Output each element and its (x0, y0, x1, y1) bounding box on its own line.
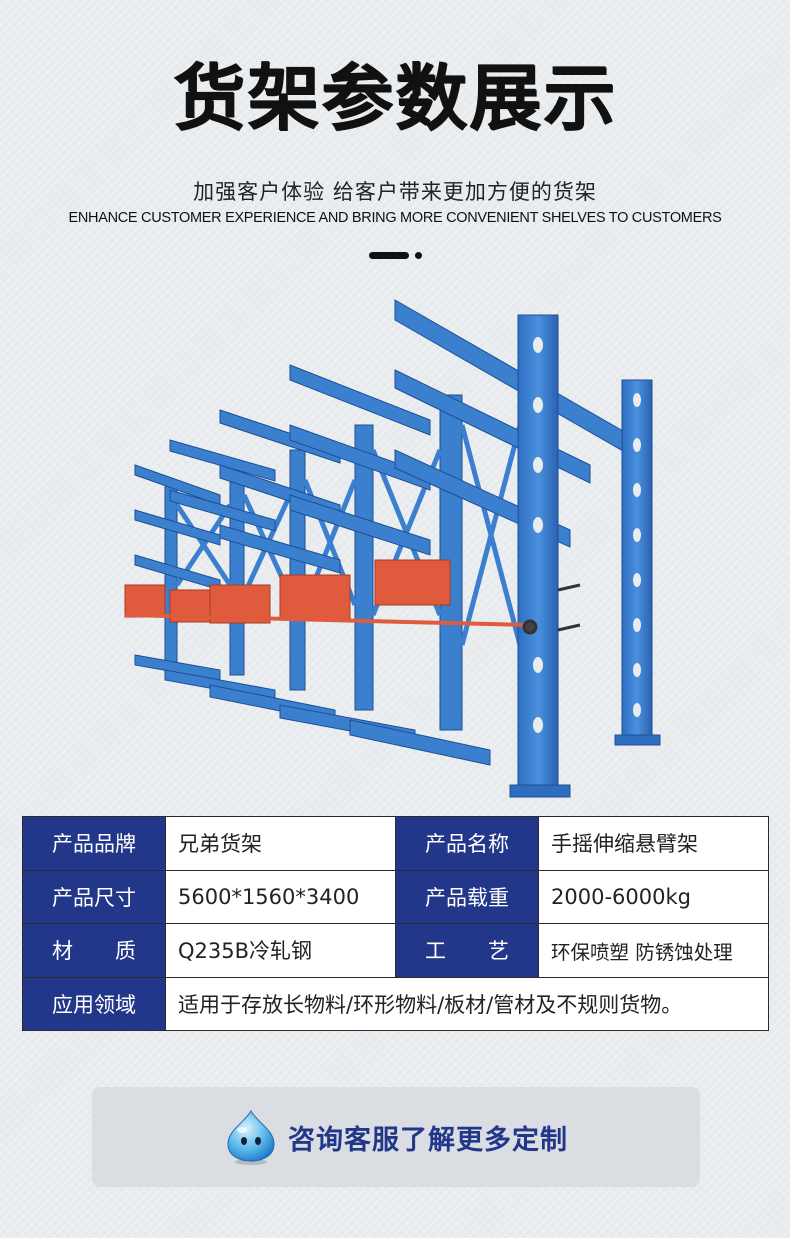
spec-value: 环保喷塑 防锈蚀处理 (538, 923, 769, 978)
divider-dot (415, 252, 422, 259)
spec-value: 手摇伸缩悬臂架 (538, 816, 769, 871)
spec-value: 5600*1560*3400 (165, 869, 396, 924)
spec-label: 工 艺 (395, 923, 539, 978)
page-subtitle: 加强客户体验 给客户带来更加方便的货架 (193, 180, 597, 204)
page-title: 货架参数展示 (172, 56, 617, 140)
page-subtitle-english: ENHANCE CUSTOMER EXPERIENCE AND BRING MO… (68, 210, 722, 226)
contact-service-banner[interactable]: 咨询客服了解更多定制 (92, 1087, 700, 1187)
spec-label: 产品名称 (395, 816, 539, 871)
table-row: 应用领域 适用于存放长物料/环形物料/板材/管材及不规则货物。 (22, 976, 769, 1031)
spec-label: 产品品牌 (22, 816, 166, 871)
spec-label: 材 质 (22, 923, 166, 978)
spec-value: Q235B冷轧钢 (165, 923, 396, 978)
spec-table: 产品品牌 兄弟货架 产品名称 手摇伸缩悬臂架 产品尺寸 5600*1560*34… (22, 816, 769, 1031)
contact-service-label: 咨询客服了解更多定制 (288, 1124, 568, 1156)
table-row: 产品尺寸 5600*1560*3400 产品载重 2000-6000kg (22, 869, 769, 924)
spec-label: 产品尺寸 (22, 869, 166, 924)
table-row: 材 质 Q235B冷轧钢 工 艺 环保喷塑 防锈蚀处理 (22, 923, 769, 978)
spec-value-application: 适用于存放长物料/环形物料/板材/管材及不规则货物。 (165, 976, 769, 1031)
spec-label: 产品载重 (395, 869, 539, 924)
table-row: 产品品牌 兄弟货架 产品名称 手摇伸缩悬臂架 (22, 816, 769, 871)
spec-value: 兄弟货架 (165, 816, 396, 871)
spec-label: 应用领域 (22, 976, 166, 1031)
spec-value: 2000-6000kg (538, 869, 769, 924)
cantilever-rack-photo (124, 299, 661, 798)
water-drop-mascot-icon (227, 1109, 275, 1165)
divider-bar (369, 252, 409, 259)
